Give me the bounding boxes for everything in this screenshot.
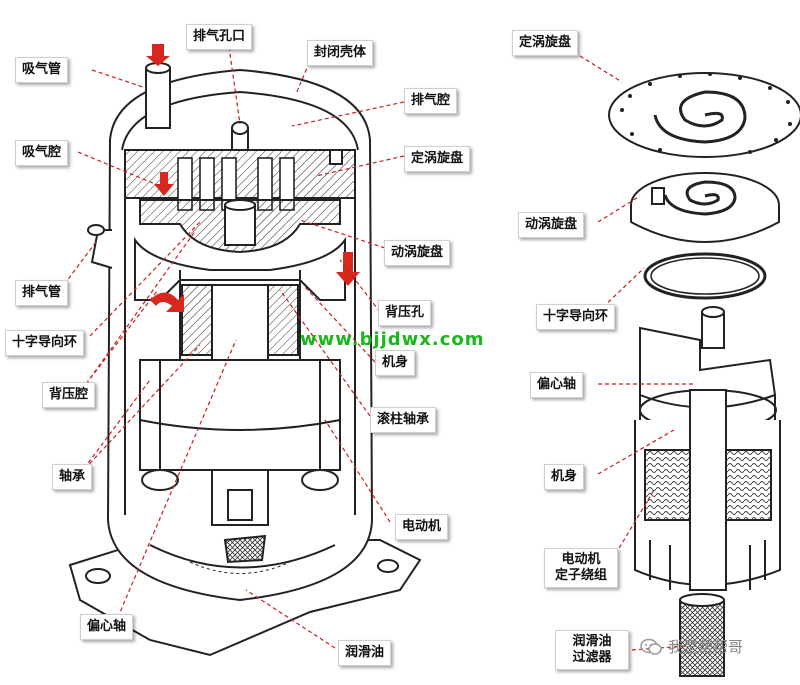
label-eccentric-shaft-right: 偏心轴: [530, 372, 584, 398]
leader-lines: [59, 39, 694, 651]
label-lube-oil: 润滑油: [338, 640, 392, 666]
label-motor: 电动机: [395, 514, 449, 540]
label-oil-filter-line2: 过滤器: [572, 650, 612, 665]
label-orbiting-scroll: 动涡旋盘: [384, 240, 451, 266]
label-exhaust-chamber: 排气腔: [404, 88, 458, 114]
brand-signature: 我是帮帮哥: [640, 636, 743, 657]
label-stator-winding-line1: 电动机: [561, 552, 601, 567]
label-suction-chamber: 吸气腔: [15, 140, 69, 166]
label-oil-filter: 润滑油 过滤器: [555, 630, 629, 670]
label-orbiting-scroll-right: 动涡旋盘: [518, 212, 585, 238]
label-frame: 机身: [375, 350, 416, 376]
label-fixed-scroll-right: 定涡旋盘: [512, 30, 579, 56]
wechat-icon: [640, 638, 662, 655]
curved-flow-arrow: [150, 292, 184, 312]
frame-section: [134, 236, 346, 301]
suction-pipe: [145, 67, 171, 129]
oil-filter-mesh: [223, 534, 267, 564]
label-back-pressure-hole: 背压孔: [378, 300, 432, 326]
motor-stator: [139, 359, 341, 471]
compressor-section: [68, 62, 422, 657]
chamber-flow-arrow: [154, 172, 174, 196]
label-oldham-ring-right: 十字导向环: [536, 304, 616, 330]
label-discharge-pipe: 排气管: [15, 280, 69, 306]
label-stator-winding-line2: 定子绕组: [554, 568, 607, 583]
site-watermark: www.bjjdwx.com: [300, 329, 485, 350]
label-exhaust-port: 排气孔口: [186, 24, 253, 50]
label-oil-filter-line1: 润滑油: [572, 634, 612, 649]
base-hole-right: [377, 559, 399, 573]
label-suction-pipe: 吸气管: [15, 57, 69, 83]
base-hole-left: [85, 568, 111, 584]
orbiting-scroll-spiral: [663, 180, 737, 216]
fixed-scroll-spiral: [653, 90, 747, 144]
label-roller-bearing: 滚柱轴承: [370, 407, 437, 433]
label-stator-winding: 电动机 定子绕组: [544, 548, 618, 588]
fixed-scroll-section: [124, 149, 356, 199]
suction-flow-arrow: [146, 44, 170, 66]
label-eccentric-shaft: 偏心轴: [80, 614, 134, 640]
oldham-ring: [643, 252, 767, 300]
label-sealed-shell: 封闭壳体: [307, 40, 374, 66]
exploded-view: [608, 72, 800, 677]
label-oldham-ring: 十字导向环: [5, 330, 85, 356]
fixed-scroll-disc: [608, 72, 800, 158]
brand-name: 我是帮帮哥: [668, 638, 744, 656]
scroll-vanes: [177, 157, 295, 211]
label-bearing: 轴承: [52, 464, 93, 490]
label-frame-right: 机身: [544, 464, 585, 490]
label-back-pressure-chamber: 背压腔: [42, 382, 96, 408]
label-fixed-scroll: 定涡旋盘: [404, 146, 471, 172]
